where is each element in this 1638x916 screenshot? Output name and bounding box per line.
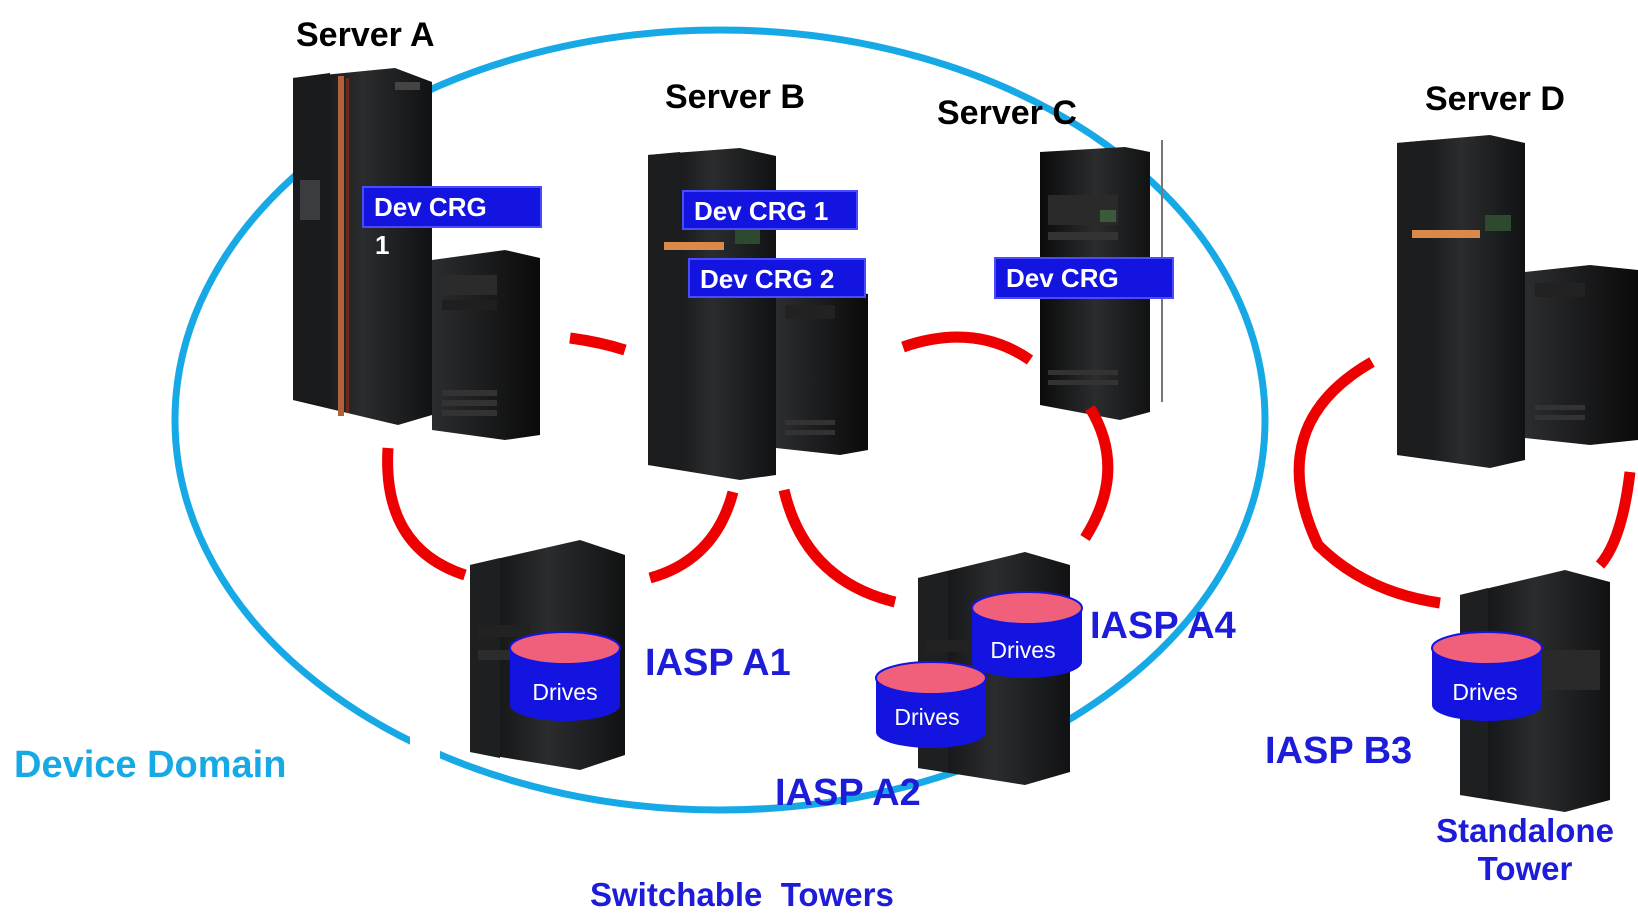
link-b-a2	[778, 488, 897, 608]
link-b-c	[901, 331, 1034, 365]
drive-a2: Drives	[875, 661, 987, 748]
drive-a1: Drives	[509, 631, 621, 721]
standalone-tower-label: Standalone Tower	[1420, 812, 1630, 888]
link-b-a1	[648, 490, 739, 584]
drive-a2-label: Drives	[894, 704, 959, 730]
crg-server-b-1: Dev CRG 1	[682, 190, 858, 230]
drive-b3: Drives	[1431, 631, 1543, 721]
server-b-icon	[648, 148, 868, 480]
crg-server-a-number: 1	[375, 230, 390, 260]
iasp-b3-label: IASP B3	[1265, 730, 1413, 772]
drive-a1-label: Drives	[532, 679, 597, 705]
crg-server-b-2-label: Dev CRG 2	[700, 264, 835, 294]
device-domain-ellipse	[171, 26, 1269, 814]
drive-a4-label: Drives	[990, 637, 1055, 663]
link-a-a1	[382, 447, 467, 581]
drive-a4: Drives	[971, 591, 1083, 678]
crg-server-a-label: Dev CRG	[374, 192, 487, 222]
crg-server-c: Dev CRG	[994, 257, 1174, 299]
device-domain-label: Device Domain	[14, 744, 287, 786]
standalone-tower-label-line1: Standalone	[1436, 812, 1614, 849]
server-a-label: Server A	[296, 16, 435, 54]
link-d-standalone-right	[1595, 471, 1636, 569]
switchable-towers-label: Switchable Towers	[590, 876, 894, 913]
link-d-standalone-left	[1293, 357, 1441, 609]
drive-b3-label: Drives	[1452, 679, 1517, 705]
server-a-icon	[293, 68, 540, 440]
crg-server-b-1-label: Dev CRG 1	[694, 196, 829, 226]
iasp-a2-label: IASP A2	[775, 772, 921, 814]
link-c-a2	[1080, 405, 1114, 541]
standalone-tower-label-line2: Tower	[1477, 850, 1573, 887]
iasp-a4-label: IASP A4	[1090, 605, 1236, 647]
server-c-label: Server C	[937, 94, 1077, 132]
server-b-label: Server B	[665, 78, 805, 116]
link-a-b	[569, 332, 627, 356]
crg-server-b-2: Dev CRG 2	[688, 258, 866, 298]
crg-server-c-label: Dev CRG	[1006, 263, 1119, 293]
server-d-icon	[1397, 135, 1638, 468]
server-d-label: Server D	[1425, 80, 1565, 118]
iasp-a1-label: IASP A1	[645, 642, 791, 684]
crg-server-a: Dev CRG	[362, 186, 542, 228]
